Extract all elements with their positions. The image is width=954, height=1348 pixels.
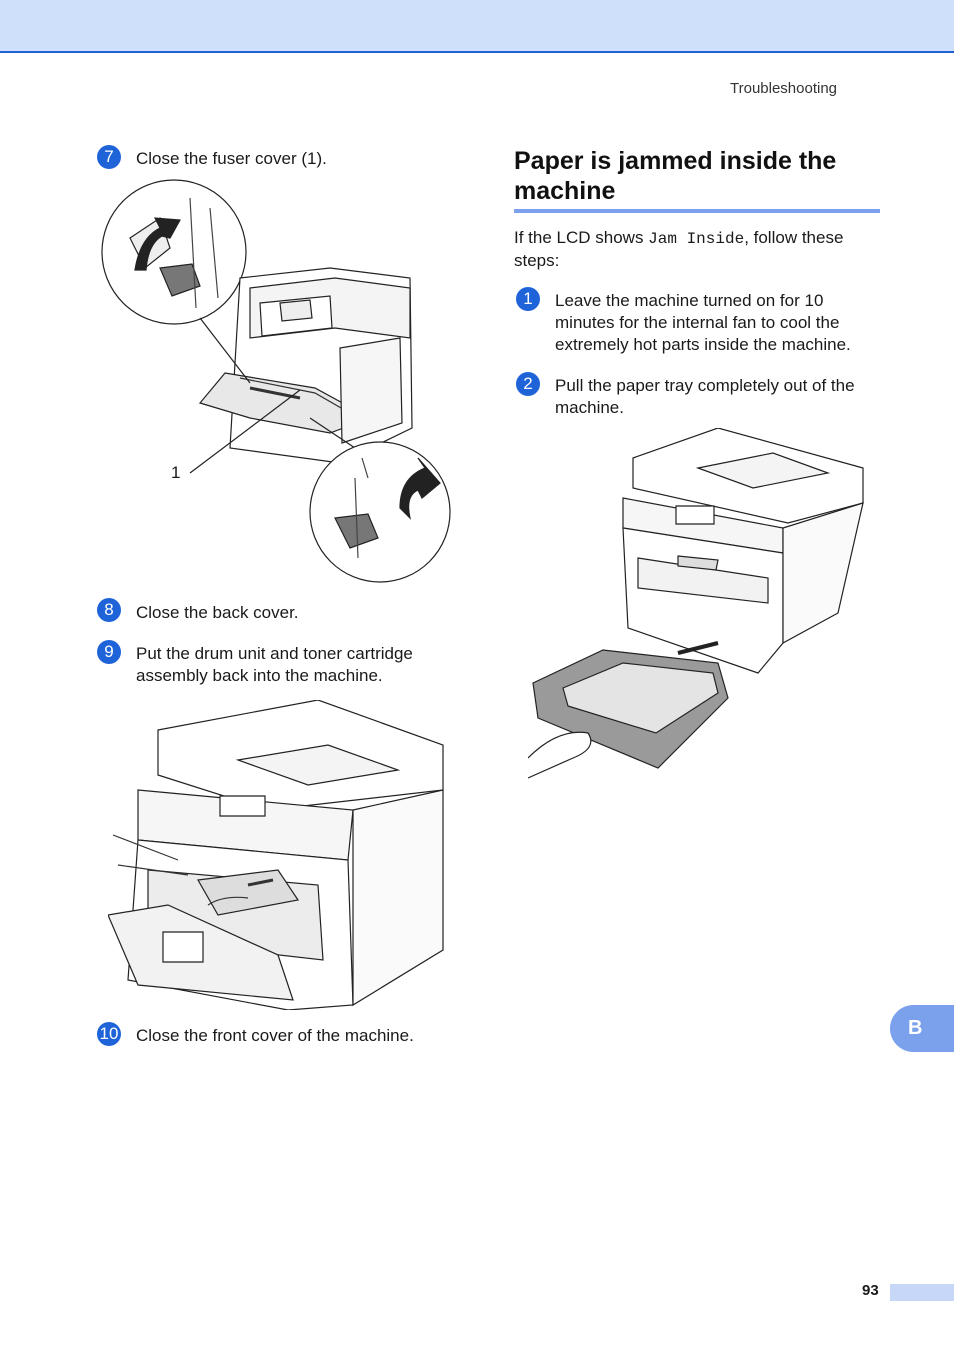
fuser-cover-illustration bbox=[100, 178, 456, 584]
callout-label: 1 bbox=[171, 463, 181, 482]
step-text: Pull the paper tray completely out of th… bbox=[555, 376, 855, 417]
step-number-badge: 8 bbox=[97, 598, 121, 622]
step-number-badge: 9 bbox=[97, 640, 121, 664]
drum-unit-insertion-illustration bbox=[108, 700, 448, 1010]
step-text: Close the fuser cover (1). bbox=[136, 149, 327, 168]
step-number-badge: 2 bbox=[516, 372, 540, 396]
section-heading: Paper is jammed inside the machine bbox=[514, 147, 837, 205]
paper-tray-removal-illustration bbox=[528, 428, 868, 784]
appendix-tab: B bbox=[890, 1005, 954, 1052]
section-intro: If the LCD shows Jam Inside, follow thes… bbox=[514, 228, 844, 270]
page-number: 93 bbox=[862, 1282, 879, 1299]
step-text: Put the drum unit and toner cartridge as… bbox=[136, 644, 413, 685]
step-text: Close the front cover of the machine. bbox=[136, 1026, 414, 1045]
step-number-badge: 7 bbox=[97, 145, 121, 169]
step-number-badge: 10 bbox=[97, 1022, 121, 1046]
step-text: Close the back cover. bbox=[136, 603, 299, 622]
running-header: Troubleshooting bbox=[730, 80, 838, 97]
heading-underline bbox=[514, 209, 880, 213]
footer-accent-bar bbox=[890, 1284, 954, 1301]
lcd-message-code: Jam Inside bbox=[648, 230, 745, 248]
top-header-band bbox=[0, 0, 954, 53]
step-number-badge: 1 bbox=[516, 287, 540, 311]
step-text: Leave the machine turned on for 10 minut… bbox=[555, 291, 851, 354]
